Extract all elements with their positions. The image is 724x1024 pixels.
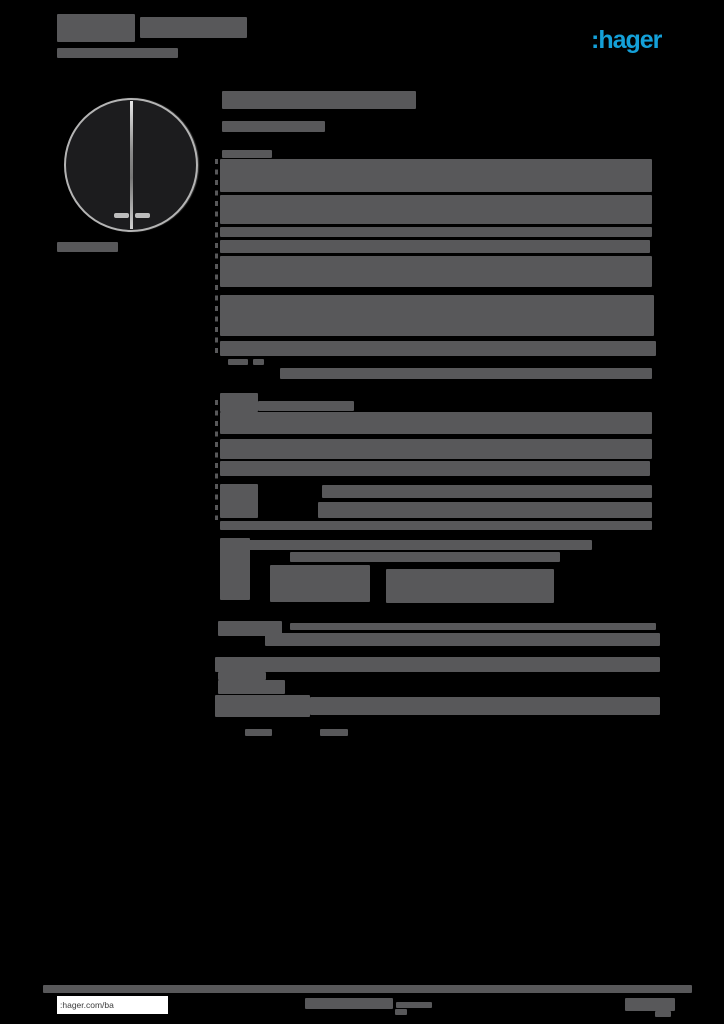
text-line-blob <box>220 341 656 356</box>
text-line-blob <box>57 242 118 252</box>
text-line-blob <box>43 985 692 993</box>
text-line-blob <box>265 633 660 646</box>
table-row-ticks-upper <box>215 159 218 354</box>
text-line-blob <box>57 14 135 42</box>
table-row-ticks-lower <box>215 400 218 520</box>
text-line-blob <box>220 256 652 287</box>
text-line-blob <box>318 502 652 518</box>
text-line-blob <box>140 17 247 38</box>
text-line-blob <box>258 401 354 411</box>
product-image <box>64 98 198 232</box>
text-line-blob <box>220 521 652 530</box>
text-line-blob <box>310 697 660 715</box>
text-line-blob <box>290 623 656 630</box>
text-line-blob <box>220 195 652 224</box>
text-line-blob <box>280 368 652 379</box>
website-link-box[interactable]: :hager.com/ba <box>57 996 168 1014</box>
text-line-blob <box>253 359 264 365</box>
text-line-blob <box>655 1011 671 1017</box>
text-line-blob <box>270 565 370 602</box>
text-line-blob <box>305 998 393 1009</box>
text-line-blob <box>215 695 310 717</box>
text-line-blob <box>220 393 258 412</box>
text-line-blob <box>320 729 348 736</box>
text-line-blob <box>222 121 325 132</box>
indicator-lens-right <box>135 213 150 218</box>
text-line-blob <box>220 412 652 434</box>
text-line-blob <box>322 485 652 498</box>
text-line-blob <box>220 538 250 600</box>
text-line-blob <box>222 91 416 109</box>
rocker-split-line <box>130 101 133 229</box>
rocker-switch-body <box>64 98 198 232</box>
text-line-blob <box>215 657 660 672</box>
text-line-blob <box>57 48 178 58</box>
text-line-blob <box>396 1002 432 1008</box>
text-line-blob <box>228 359 248 365</box>
text-line-blob <box>220 159 652 192</box>
text-line-blob <box>290 552 560 562</box>
hager-logo: :hager <box>591 26 662 54</box>
text-line-blob <box>386 569 554 603</box>
text-line-blob <box>218 680 285 694</box>
text-line-blob <box>222 150 272 158</box>
text-line-blob <box>218 621 282 636</box>
text-line-blob <box>395 1009 407 1015</box>
text-line-blob <box>220 227 652 237</box>
text-line-blob <box>220 461 650 476</box>
text-line-blob <box>220 295 654 336</box>
text-line-blob <box>625 998 675 1011</box>
text-line-blob <box>220 484 258 518</box>
text-line-blob <box>220 240 650 253</box>
website-link-text[interactable]: :hager.com/ba <box>60 1000 114 1010</box>
indicator-lens-left <box>114 213 129 218</box>
text-line-blob <box>218 672 266 680</box>
text-line-blob <box>248 540 592 550</box>
text-line-blob <box>220 439 652 459</box>
text-line-blob <box>245 729 272 736</box>
